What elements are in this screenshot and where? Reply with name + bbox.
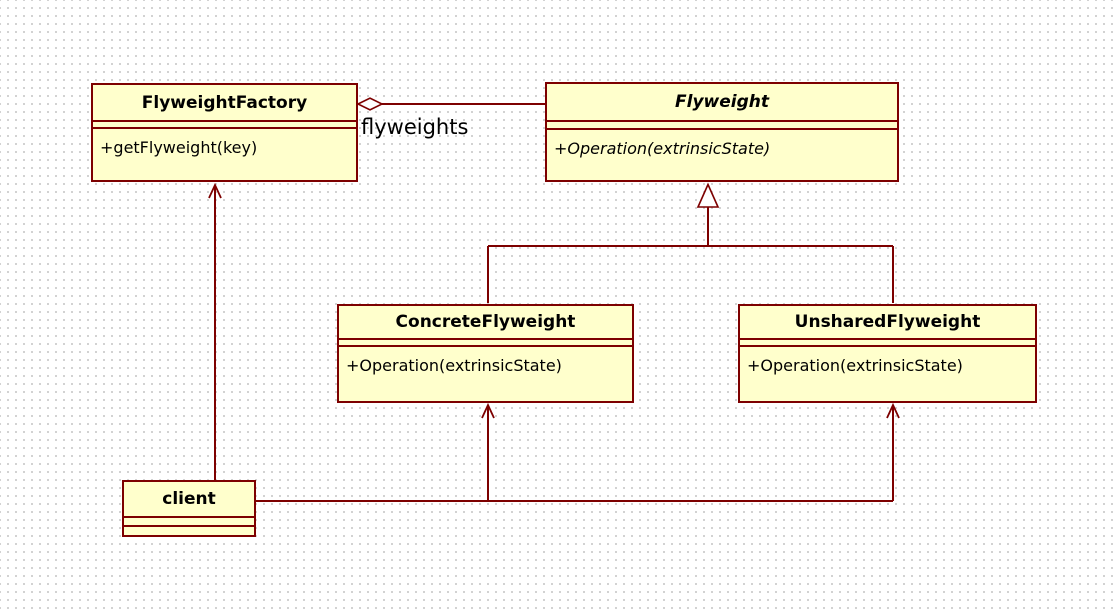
method-label: +Operation(extrinsicState) [554, 139, 771, 158]
fields-compartment [339, 338, 632, 347]
class-box-flyweight-factory[interactable]: FlyweightFactory +getFlyweight(key) [91, 83, 358, 182]
methods-compartment: +Operation(extrinsicState) [339, 347, 632, 401]
class-title: client [162, 489, 216, 509]
aggregation-diamond[interactable] [356, 97, 384, 111]
generalization-lines[interactable] [487, 207, 894, 303]
generalization-triangle[interactable] [696, 182, 720, 208]
class-box-concrete-flyweight[interactable]: ConcreteFlyweight +Operation(extrinsicSt… [337, 304, 634, 403]
class-box-unshared-flyweight[interactable]: UnsharedFlyweight +Operation(extrinsicSt… [738, 304, 1037, 403]
methods-compartment: +Operation(extrinsicState) [740, 347, 1035, 401]
fields-compartment [547, 120, 897, 130]
methods-compartment: +getFlyweight(key) [93, 129, 356, 180]
class-title: Flyweight [675, 92, 769, 112]
methods-compartment: +Operation(extrinsicState) [547, 130, 897, 180]
fields-compartment [124, 516, 254, 527]
class-box-client[interactable]: client [122, 480, 256, 537]
methods-compartment [124, 527, 254, 535]
client-to-factory-arrowhead [208, 182, 222, 199]
class-title: FlyweightFactory [141, 92, 308, 113]
client-to-unshared-arrowhead [886, 402, 900, 419]
method-label: +Operation(extrinsicState) [747, 356, 963, 375]
fields-compartment [93, 120, 356, 129]
client-to-concrete-arrowhead [481, 402, 495, 419]
class-title: ConcreteFlyweight [395, 312, 576, 332]
fields-compartment [740, 338, 1035, 347]
client-to-flyweights-lines[interactable] [256, 405, 894, 502]
aggregation-role-label: flyweights [361, 115, 469, 139]
class-box-flyweight[interactable]: Flyweight +Operation(extrinsicState) [545, 82, 899, 182]
method-label: +getFlyweight(key) [100, 138, 258, 157]
method-label: +Operation(extrinsicState) [346, 356, 562, 375]
class-title: UnsharedFlyweight [794, 312, 981, 332]
